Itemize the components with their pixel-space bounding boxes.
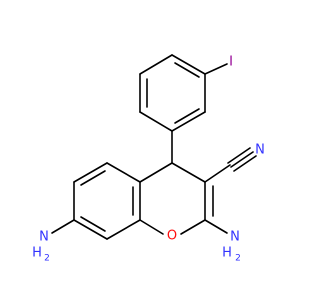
bond [139,219,164,235]
bond [171,162,206,183]
benzo-ring [73,162,141,240]
amine-right-h-label: H [222,246,232,261]
ring-oxygen-label: O [167,229,177,244]
iodine-label: I [229,55,233,70]
bond [180,219,206,235]
bond [106,219,141,240]
molecule-canvas: I N O N H 2 N H 2 [32,54,265,264]
amine-left-sub-label: 2 [44,254,50,264]
triple-bond [230,151,254,168]
bond-c7-n [51,219,75,234]
triple-bond [233,155,257,172]
bond [204,164,231,183]
bond-c-i [204,63,228,75]
nitrile-group [204,147,257,183]
bond [139,54,173,75]
bond-c2-n [204,219,228,234]
bond [106,162,141,183]
bond [139,162,173,183]
bond [171,54,206,75]
double-bond-inner [80,216,106,232]
bond [171,111,206,132]
bond [73,219,108,240]
bond [139,111,173,132]
nitrile-n-label: N [255,143,265,158]
pyran-ring [139,162,214,235]
bond [73,162,108,183]
double-bond-inner [174,108,200,124]
triple-bond [227,147,251,164]
amine-left-h-label: H [32,246,42,261]
double-bond-inner [174,62,200,78]
double-bond-inner [80,170,106,186]
amine-right-sub-label: 2 [235,254,241,264]
amine-left-n-label: N [39,230,49,245]
amine-right-n-label: N [230,230,240,245]
iodophenyl-ring [139,54,206,132]
molecule-structure: I N O N H 2 N H 2 [32,54,265,264]
